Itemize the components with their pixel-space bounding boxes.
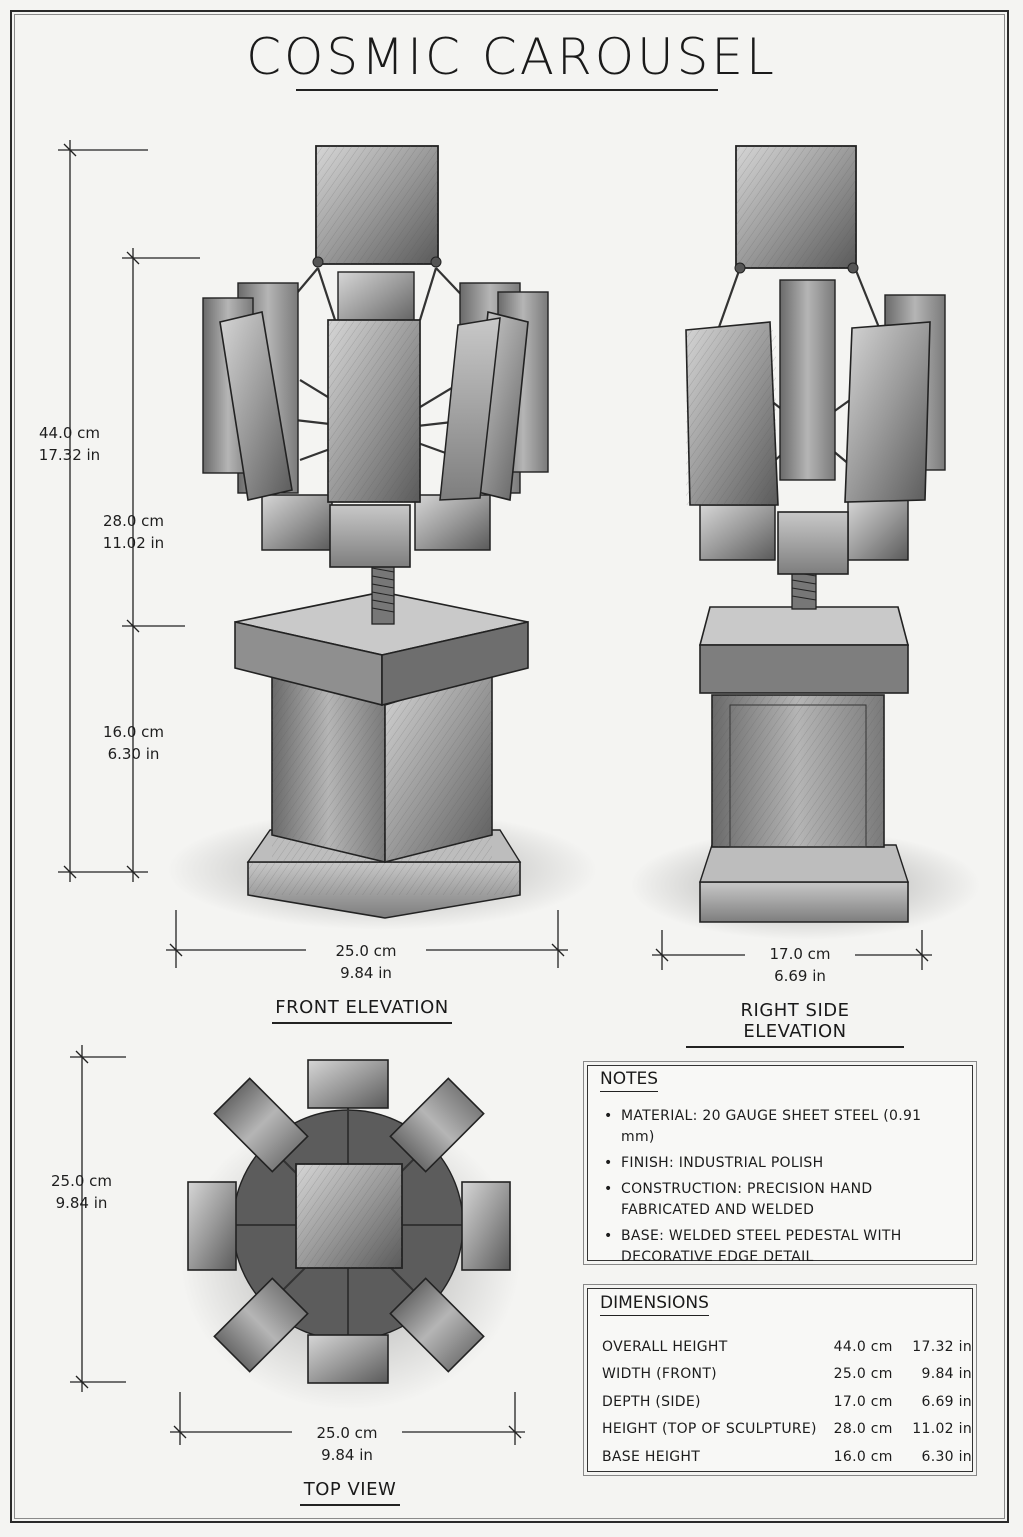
title-underline: [296, 89, 718, 91]
dimensions-table: OVERALL HEIGHT 44.0 cm 17.32 in WIDTH (F…: [602, 1333, 972, 1471]
front-elevation-title: FRONT ELEVATION: [272, 997, 452, 1024]
sculpture-height-label: 28.0 cm 11.02 in: [86, 510, 181, 554]
table-row: DEPTH (SIDE) 17.0 cm 6.69 in: [602, 1388, 972, 1416]
dim-label: BASE HEIGHT: [602, 1448, 701, 1465]
dimensions-box: DIMENSIONS OVERALL HEIGHT 44.0 cm 17.32 …: [583, 1284, 977, 1476]
overall-height-cm: 44.0 cm: [38, 424, 101, 442]
dim-label: HEIGHT (TOP OF SCULPTURE): [602, 1421, 817, 1438]
side-elevation-title-text: RIGHT SIDE ELEVATION: [740, 1000, 850, 1042]
dim-cm: 25.0 cm: [833, 1366, 893, 1383]
table-row: BASE HEIGHT 16.0 cm 6.30 in: [602, 1443, 972, 1471]
base-height-in: 6.30 in: [107, 745, 160, 763]
dimensions-title: DIMENSIONS: [600, 1293, 709, 1316]
dim-cm: 44.0 cm: [833, 1338, 893, 1355]
top-width-in: 9.84 in: [321, 1446, 373, 1464]
page-border-inner: [14, 14, 1005, 1519]
table-row: HEIGHT (TOP OF SCULPTURE) 28.0 cm 11.02 …: [602, 1416, 972, 1444]
dim-in: 9.84 in: [921, 1366, 972, 1383]
notes-box: NOTES MATERIAL: 20 GAUGE SHEET STEEL (0.…: [583, 1061, 977, 1265]
dim-in: 17.32 in: [912, 1338, 972, 1355]
notes-title-text: NOTES: [600, 1069, 659, 1089]
front-width-cm: 25.0 cm: [335, 942, 397, 960]
note-item: FINISH: INDUSTRIAL POLISH: [604, 1153, 956, 1174]
dimensions-title-text: DIMENSIONS: [600, 1293, 709, 1313]
side-elevation-drawing: [630, 145, 980, 940]
front-width-label: 25.0 cm 9.84 in: [306, 940, 426, 984]
dim-in: 6.69 in: [921, 1393, 972, 1410]
top-height-cm: 25.0 cm: [50, 1172, 113, 1190]
sculpture-height-in: 11.02 in: [102, 534, 165, 552]
note-item: CONSTRUCTION: PRECISION HAND FABRICATED …: [604, 1179, 956, 1221]
base-height-label: 16.0 cm 6.30 in: [86, 721, 181, 765]
side-depth-label: 17.0 cm 6.69 in: [745, 943, 855, 987]
overall-height-in: 17.32 in: [38, 446, 101, 464]
top-view-drawing: [180, 1059, 520, 1410]
dim-cm: 28.0 cm: [833, 1421, 893, 1438]
dim-label: WIDTH (FRONT): [602, 1366, 717, 1383]
side-depth-in: 6.69 in: [774, 967, 826, 985]
dim-label: OVERALL HEIGHT: [602, 1338, 728, 1355]
note-item: BASE: WELDED STEEL PEDESTAL WITH DECORAT…: [604, 1226, 956, 1268]
notes-list: MATERIAL: 20 GAUGE SHEET STEEL (0.91 mm)…: [604, 1106, 956, 1273]
dim-in: 6.30 in: [921, 1448, 972, 1465]
front-width-in: 9.84 in: [340, 964, 392, 982]
table-row: OVERALL HEIGHT 44.0 cm 17.32 in: [602, 1333, 972, 1361]
front-elevation-title-text: FRONT ELEVATION: [275, 997, 449, 1018]
page-title: COSMIC CAROUSEL: [246, 28, 777, 86]
side-elevation-title: RIGHT SIDE ELEVATION: [686, 1000, 904, 1048]
notes-title: NOTES: [600, 1069, 659, 1092]
top-height-label: 25.0 cm 9.84 in: [34, 1170, 129, 1214]
dim-in: 11.02 in: [912, 1421, 972, 1438]
dim-cm: 17.0 cm: [833, 1393, 893, 1410]
sculpture-height-cm: 28.0 cm: [102, 512, 165, 530]
note-item: MATERIAL: 20 GAUGE SHEET STEEL (0.91 mm): [604, 1106, 956, 1148]
top-height-in: 9.84 in: [55, 1194, 108, 1212]
top-view-title: TOP VIEW: [300, 1479, 400, 1506]
base-height-cm: 16.0 cm: [102, 723, 165, 741]
front-elevation-drawing: [167, 145, 597, 930]
top-width-cm: 25.0 cm: [316, 1424, 378, 1442]
front-dimension-lines: [58, 140, 568, 968]
side-depth-cm: 17.0 cm: [769, 945, 831, 963]
top-width-label: 25.0 cm 9.84 in: [292, 1422, 402, 1466]
page-border: [10, 10, 1009, 1523]
table-row: WIDTH (FRONT) 25.0 cm 9.84 in: [602, 1361, 972, 1389]
overall-height-label: 44.0 cm 17.32 in: [22, 422, 117, 466]
dim-cm: 16.0 cm: [833, 1448, 893, 1465]
dim-label: DEPTH (SIDE): [602, 1393, 701, 1410]
top-view-title-text: TOP VIEW: [303, 1479, 397, 1500]
